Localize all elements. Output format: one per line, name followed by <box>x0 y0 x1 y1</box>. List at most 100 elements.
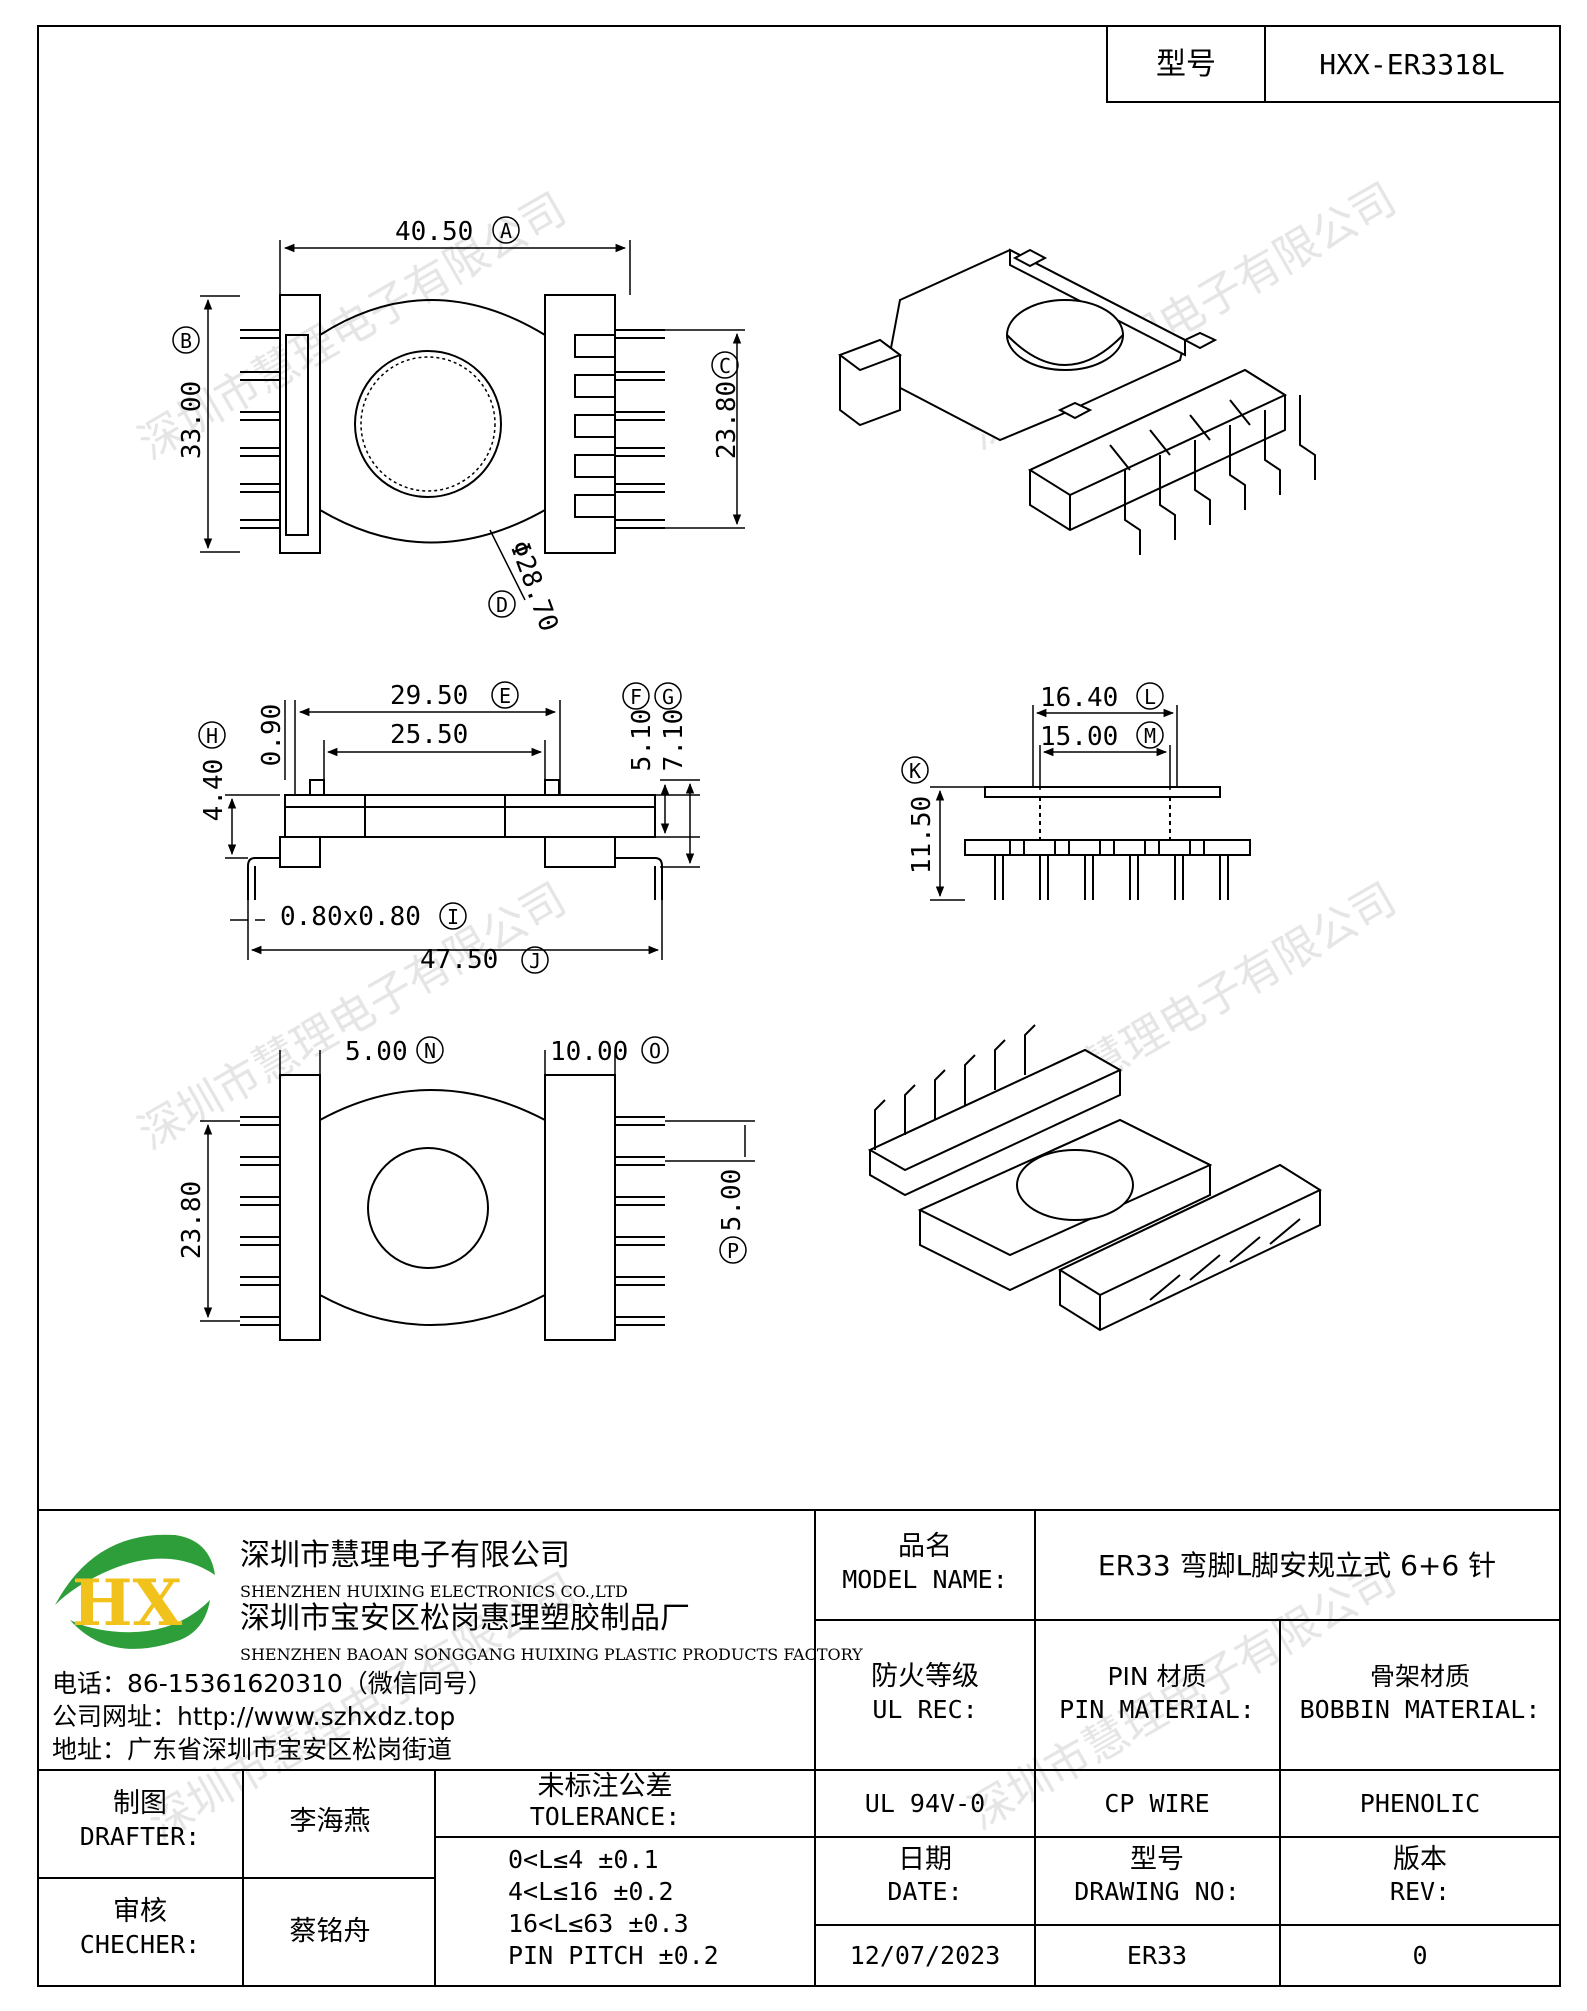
dim-N-letter: N <box>424 1039 436 1063</box>
checker-en: CHECHER: <box>80 1930 200 1959</box>
dim-J-letter: J <box>529 949 541 973</box>
bobbin-material-value: PHENOLIC <box>1360 1789 1480 1818</box>
dim-bottom-width-value: 23.80 <box>177 1181 207 1259</box>
sheet-border <box>37 25 1561 1987</box>
dim-N-value: 5.00 <box>345 1037 408 1067</box>
rev-en: REV: <box>1390 1877 1450 1906</box>
front-view-dims <box>930 705 1178 901</box>
bobbin-material-en: BOBBIN MATERIAL: <box>1300 1695 1541 1724</box>
side-view-labels: 29.50 E 25.50 0.90 5.10 7.10 F G 4.40 H … <box>198 681 689 975</box>
dim-B-letter: B <box>180 329 192 353</box>
dim-F-value: 5.10 <box>627 709 657 772</box>
drawing-no-value: ER33 <box>1127 1941 1187 1970</box>
model-name-value: ER33 弯脚L脚安规立式 6+6 针 <box>1098 1549 1496 1582</box>
company-info: 深圳市慧理电子有限公司 SHENZHEN HUIXING ELECTRONICS… <box>52 1538 863 1764</box>
model-name-cn: 品名 <box>898 1531 952 1562</box>
model-label: 型号 <box>1156 47 1216 82</box>
company-phone: 电话：86-15361620310（微信同号） <box>52 1669 493 1698</box>
tolerance-cn: 未标注公差 <box>538 1771 673 1802</box>
fire-rating-cn: 防火等级 <box>871 1661 979 1692</box>
dim-D-letter: D <box>496 593 508 617</box>
top-view-dims <box>200 240 745 601</box>
dim-A-letter: A <box>500 219 512 243</box>
dim-I-value: 0.80x0.80 <box>280 902 421 932</box>
pin-material-en: PIN MATERIAL: <box>1059 1695 1255 1724</box>
company-name-cn: 深圳市慧理电子有限公司 <box>240 1538 570 1573</box>
dim-J-value: 47.50 <box>420 945 498 975</box>
dim-A-value: 40.50 <box>395 217 473 247</box>
dim-C-letter: C <box>719 354 731 378</box>
model-value: HXX-ER3318L <box>1319 48 1504 81</box>
dim-H-value: 4.40 <box>199 759 229 822</box>
dim-B-value: 33.00 <box>177 381 207 459</box>
checker-cn: 审核 <box>113 1896 167 1927</box>
title-block-grid <box>38 1509 1560 1986</box>
drafter-en: DRAFTER: <box>80 1822 200 1851</box>
tolerance-line: 16<L≤63 ±0.3 <box>508 1909 689 1938</box>
iso-view-bottom-pins <box>874 1024 1301 1301</box>
dim-G-letter: G <box>662 685 674 709</box>
dim-O-value: 10.00 <box>550 1037 628 1067</box>
dim-E-letter: E <box>499 684 511 708</box>
dim-F-letter: F <box>630 685 642 709</box>
pin-material-value: CP WIRE <box>1104 1789 1209 1818</box>
drafter-value: 李海燕 <box>290 1806 371 1837</box>
front-view <box>964 786 1251 900</box>
date-cn: 日期 <box>898 1844 952 1875</box>
bobbin-material-cn: 骨架材质 <box>1370 1662 1470 1691</box>
top-right-pins <box>574 329 665 529</box>
bottom-view-labels: 5.00 N 10.00 O 23.80 5.00 P <box>177 1036 747 1264</box>
dim-L-value: 16.40 <box>1040 683 1118 713</box>
checker-value: 蔡铭舟 <box>290 1916 371 1947</box>
tolerance-line: 0<L≤4 ±0.1 <box>508 1845 659 1874</box>
iso-view-top-pins <box>1109 395 1316 555</box>
tolerance-en: TOLERANCE: <box>530 1802 681 1831</box>
rev-value: 0 <box>1412 1941 1427 1970</box>
logo-letters: HX <box>72 1566 182 1641</box>
date-value: 12/07/2023 <box>850 1941 1001 1970</box>
dim-H-letter: H <box>206 724 218 748</box>
model-box: 型号 HXX-ER3318L <box>1106 25 1561 103</box>
fire-rating-value: UL 94V-0 <box>865 1789 985 1818</box>
dim-L-letter: L <box>1144 685 1156 709</box>
dim-O-letter: O <box>649 1039 661 1063</box>
dim-I-letter: I <box>447 905 459 929</box>
dim-inner-value: 25.50 <box>390 720 468 750</box>
dim-E-value: 29.50 <box>390 681 468 711</box>
factory-name-cn: 深圳市宝安区松岗惠理塑胶制品厂 <box>240 1601 690 1636</box>
bottom-view <box>240 1074 665 1341</box>
top-left-pins <box>240 329 309 536</box>
dim-K-letter: K <box>909 759 921 783</box>
company-website: 公司网址：http://www.szhxdz.top <box>52 1702 455 1731</box>
drawing-no-cn: 型号 <box>1130 1844 1184 1875</box>
bottom-view-dims <box>200 1050 755 1322</box>
company-address: 地址：广东省深圳市宝安区松岗街道 <box>52 1735 452 1764</box>
rev-cn: 版本 <box>1393 1844 1447 1875</box>
tolerance-line: 4<L≤16 ±0.2 <box>508 1877 674 1906</box>
factory-name-en: SHENZHEN BAOAN SONGGANG HUIXING PLASTIC … <box>240 1645 863 1664</box>
iso-view-bottom <box>867 1048 1323 1332</box>
date-en: DATE: <box>887 1877 962 1906</box>
dim-G-value: 7.10 <box>659 709 689 772</box>
dim-gap-value: 0.90 <box>257 704 287 767</box>
top-view <box>240 294 665 554</box>
dim-D-leader <box>489 529 526 601</box>
tolerance-list: 0<L≤4 ±0.1 4<L≤16 ±0.2 16<L≤63 ±0.3 PIN … <box>508 1845 719 1970</box>
tolerance-line: PIN PITCH ±0.2 <box>508 1941 719 1970</box>
fire-rating-en: UL REC: <box>872 1695 977 1724</box>
company-logo: HX <box>55 1534 215 1649</box>
drawing-no-en: DRAWING NO: <box>1074 1877 1240 1906</box>
side-view <box>247 779 663 900</box>
company-name-en: SHENZHEN HUIXING ELECTRONICS CO.,LTD <box>240 1582 628 1601</box>
dim-C-value: 23.80 <box>712 381 742 459</box>
dim-P-letter: P <box>727 1239 739 1263</box>
dim-D-value: Φ28.70 <box>503 537 563 636</box>
iso-view-top <box>837 248 1288 532</box>
dim-P-value: 5.00 <box>717 1169 747 1232</box>
drafter-cn: 制图 <box>113 1788 167 1819</box>
side-view-dims <box>225 700 700 960</box>
dim-M-value: 15.00 <box>1040 722 1118 752</box>
front-view-labels: 16.40 L 15.00 M 11.50 K <box>901 682 1164 874</box>
pin-material-cn: PIN 材质 <box>1107 1662 1206 1691</box>
